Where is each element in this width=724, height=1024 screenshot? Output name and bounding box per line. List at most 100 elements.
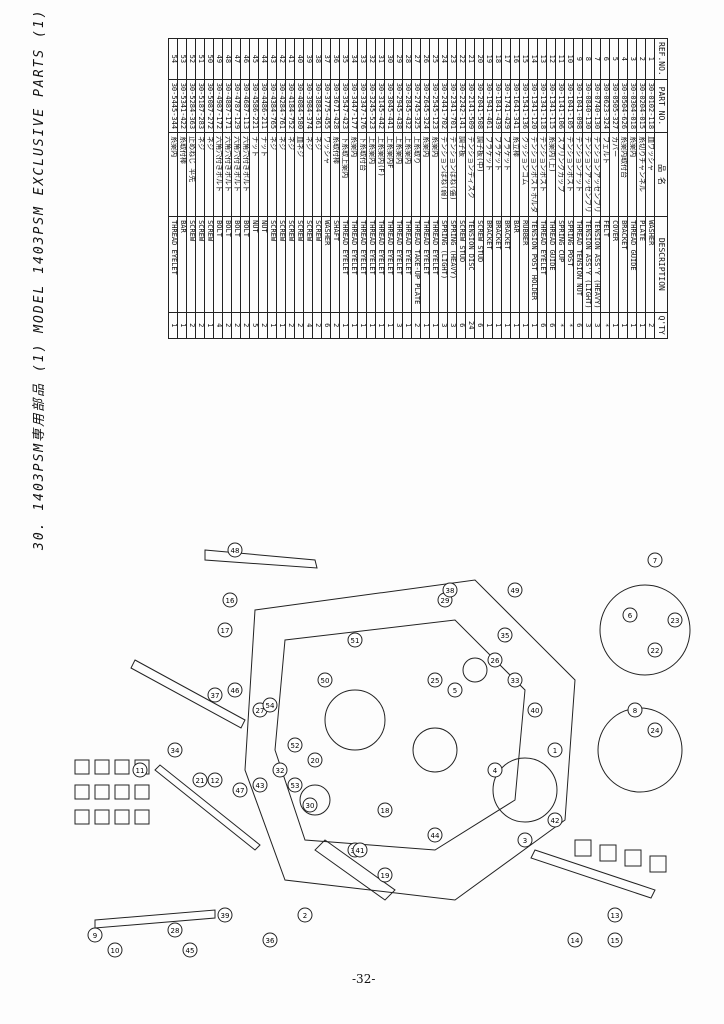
quantity-cell: 6 (573, 312, 583, 339)
japanese-name-cell: ブラケット (492, 132, 502, 217)
japanese-name-cell: 糸案内(上) (546, 132, 556, 217)
callout-33: 33 (507, 672, 523, 688)
part-no-cell: 30-4887-171 (222, 79, 232, 133)
quantity-cell: 1 (339, 312, 349, 339)
quantity-cell: 5 (249, 312, 259, 339)
callout-label: 37 (211, 692, 220, 700)
quantity-cell: 1 (357, 312, 367, 339)
callout-label: 9 (93, 932, 97, 940)
quantity-cell: 1 (618, 312, 628, 339)
callout-circle (182, 942, 198, 958)
part-no-cell: 30-4787-129 (231, 79, 241, 133)
callout-25: 25 (427, 672, 443, 688)
callout-circle (547, 812, 563, 828)
description-cell: TENSION ASS'Y (HEAVY) (591, 216, 601, 313)
quantity-cell: 1 (627, 312, 637, 339)
callout-label: 43 (256, 782, 265, 790)
ref-no-cell: 26 (420, 38, 430, 80)
part-no-cell: 30-0505-327 (609, 79, 619, 133)
part-no-cell: 30-3045-441 (384, 79, 394, 133)
japanese-name-cell: ネジ (267, 132, 277, 217)
part-no-cell: 30-4486-211 (258, 79, 268, 133)
callout-19: 19 (377, 867, 393, 883)
description-cell: THREAD EYELET (393, 216, 403, 313)
callout-circle (352, 842, 368, 858)
part-no-cell: 30-4987-172 (213, 79, 223, 133)
japanese-name-cell: ネジ (285, 132, 295, 217)
callout-circle (447, 682, 463, 698)
callout-22: 22 (647, 642, 663, 658)
japanese-name-cell: 糸取付棒 (330, 132, 340, 217)
callout-circle (287, 737, 303, 753)
quantity-cell: * (555, 312, 565, 339)
ref-no-cell: 34 (348, 38, 358, 80)
part-no-cell: 30-3984-374 (303, 79, 313, 133)
ref-no-cell: 44 (258, 38, 268, 80)
callout-circle (207, 772, 223, 788)
ref-no-cell: 14 (528, 38, 538, 80)
callout-circle (132, 762, 148, 778)
callout-label: 52 (291, 742, 300, 750)
part-no-cell: 30-0740-130 (591, 79, 601, 133)
part-no-cell: 30-1041-098 (573, 79, 583, 133)
part-no-cell: 30-4284-761 (276, 79, 286, 133)
header-ref-no: REF.NO. (654, 38, 668, 80)
japanese-name-cell: 止めねじ 平先 (186, 132, 196, 217)
part-no-cell: 30-2242-141 (456, 79, 466, 133)
quantity-cell: 3 (438, 312, 448, 339)
quantity-cell: 6 (456, 312, 466, 339)
ref-no-cell: 32 (366, 38, 376, 80)
description-cell: SCREW (186, 216, 196, 313)
japanese-name-cell: 上糸案内F (384, 132, 394, 217)
callout-50: 50 (317, 672, 333, 688)
description-cell: THREAD EYELET (168, 216, 178, 313)
callout-3: 3 (517, 832, 533, 848)
quantity-cell: 1 (519, 312, 529, 339)
callout-label: 2 (303, 912, 307, 920)
description-cell: WASHER (645, 216, 655, 313)
japanese-name-cell: ネジ (195, 132, 205, 217)
quantity-cell: 1 (276, 312, 286, 339)
ref-no-cell: 22 (456, 38, 466, 80)
ref-no-cell: 7 (591, 38, 601, 80)
part-no-cell: 30-4184-752 (285, 79, 295, 133)
japanese-name-cell: テンションばね(弱) (438, 132, 448, 217)
ref-no-cell: 40 (294, 38, 304, 80)
callout-label: 45 (186, 947, 195, 955)
part-no-cell: 30-1041-105 (564, 79, 574, 133)
callout-17: 17 (217, 622, 233, 638)
japanese-name-cell: テンションポスト (564, 132, 574, 217)
description-cell: THREAD EYELET (420, 216, 430, 313)
quantity-cell: 1 (177, 312, 187, 339)
part-no-cell: 30-0840-130 (582, 79, 592, 133)
callout-circle (272, 762, 288, 778)
callout-label: 35 (501, 632, 510, 640)
description-cell: SCREW (285, 216, 295, 313)
ref-no-cell: 30 (384, 38, 394, 80)
quantity-cell: 6 (546, 312, 556, 339)
part-no-cell: 30-2041-508 (474, 79, 484, 133)
quantity-cell: 2 (294, 312, 304, 339)
quantity-cell: 1 (348, 312, 358, 339)
quantity-cell: 1 (609, 312, 619, 339)
ref-no-cell: 35 (339, 38, 349, 80)
part-no-cell: 30-4384-765 (267, 79, 277, 133)
callout-label: 11 (136, 767, 145, 775)
ref-no-cell: 13 (537, 38, 547, 80)
callout-9: 9 (87, 927, 103, 943)
ref-no-cell: 8 (582, 38, 592, 80)
part-no-cell: 30-1841-439 (492, 79, 502, 133)
callout-label: 46 (231, 687, 240, 695)
